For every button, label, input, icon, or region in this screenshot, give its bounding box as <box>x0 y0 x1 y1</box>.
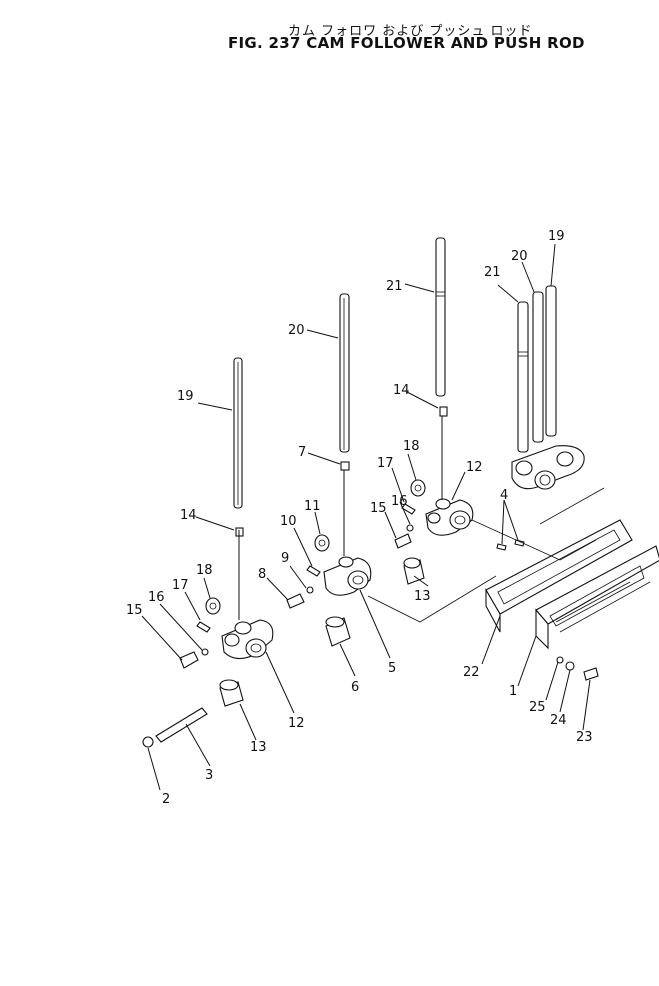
cover-fasteners <box>556 656 599 681</box>
cam-follower-5-middle <box>323 556 372 596</box>
callout-17: 17 <box>377 456 394 471</box>
callout-16: 16 <box>148 590 165 605</box>
callout-13: 13 <box>250 740 267 755</box>
callout-13: 13 <box>414 589 431 604</box>
callout-15: 15 <box>126 603 143 618</box>
callout-5: 5 <box>388 661 396 676</box>
small-parts <box>142 406 525 748</box>
callout-9: 9 <box>281 551 289 566</box>
callout-22: 22 <box>463 665 480 680</box>
callout-18: 18 <box>196 563 213 578</box>
callout-8: 8 <box>258 567 266 582</box>
callout-19: 19 <box>548 229 565 244</box>
callout-7: 7 <box>298 445 306 460</box>
gasket-22 <box>485 519 633 633</box>
push-rod-21-right <box>435 237 446 397</box>
callout-12: 12 <box>288 716 305 731</box>
callout-14: 14 <box>393 383 410 398</box>
assembled-push-rods <box>511 285 585 490</box>
callout-10: 10 <box>280 514 297 529</box>
leader-lines <box>141 243 605 791</box>
callout-2: 2 <box>162 792 170 807</box>
callout-15: 15 <box>370 501 387 516</box>
push-rod-19-left <box>233 357 243 509</box>
callout-20: 20 <box>288 323 305 338</box>
callout-11: 11 <box>304 499 321 514</box>
figure-title: FIG. 237 CAM FOLLOWER AND PUSH ROD <box>228 34 585 52</box>
callout-25: 25 <box>529 700 546 715</box>
callout-21: 21 <box>484 265 501 280</box>
side-cover-1 <box>535 545 659 650</box>
callout-23: 23 <box>576 730 593 745</box>
callout-6: 6 <box>351 680 359 695</box>
push-rod-20-middle <box>339 293 350 453</box>
cam-follower-12-right <box>425 498 474 536</box>
callout-17: 17 <box>172 578 189 593</box>
figure-title-japanese: カム フォロワ および プッシュ ロッド <box>288 24 533 39</box>
callout-19: 19 <box>177 389 194 404</box>
callout-24: 24 <box>550 713 567 728</box>
callout-20: 20 <box>511 249 528 264</box>
callout-3: 3 <box>205 768 213 783</box>
callout-1: 1 <box>509 684 517 699</box>
cam-follower-12-left <box>221 619 274 660</box>
callout-4: 4 <box>500 488 508 503</box>
callout-16: 16 <box>391 494 408 509</box>
callout-21: 21 <box>386 279 403 294</box>
callout-18: 18 <box>403 439 420 454</box>
callout-labels: 19 20 21 14 14 7 11 10 9 8 18 17 16 15 1… <box>126 229 593 807</box>
callout-14: 14 <box>180 508 197 523</box>
callout-12: 12 <box>466 460 483 475</box>
